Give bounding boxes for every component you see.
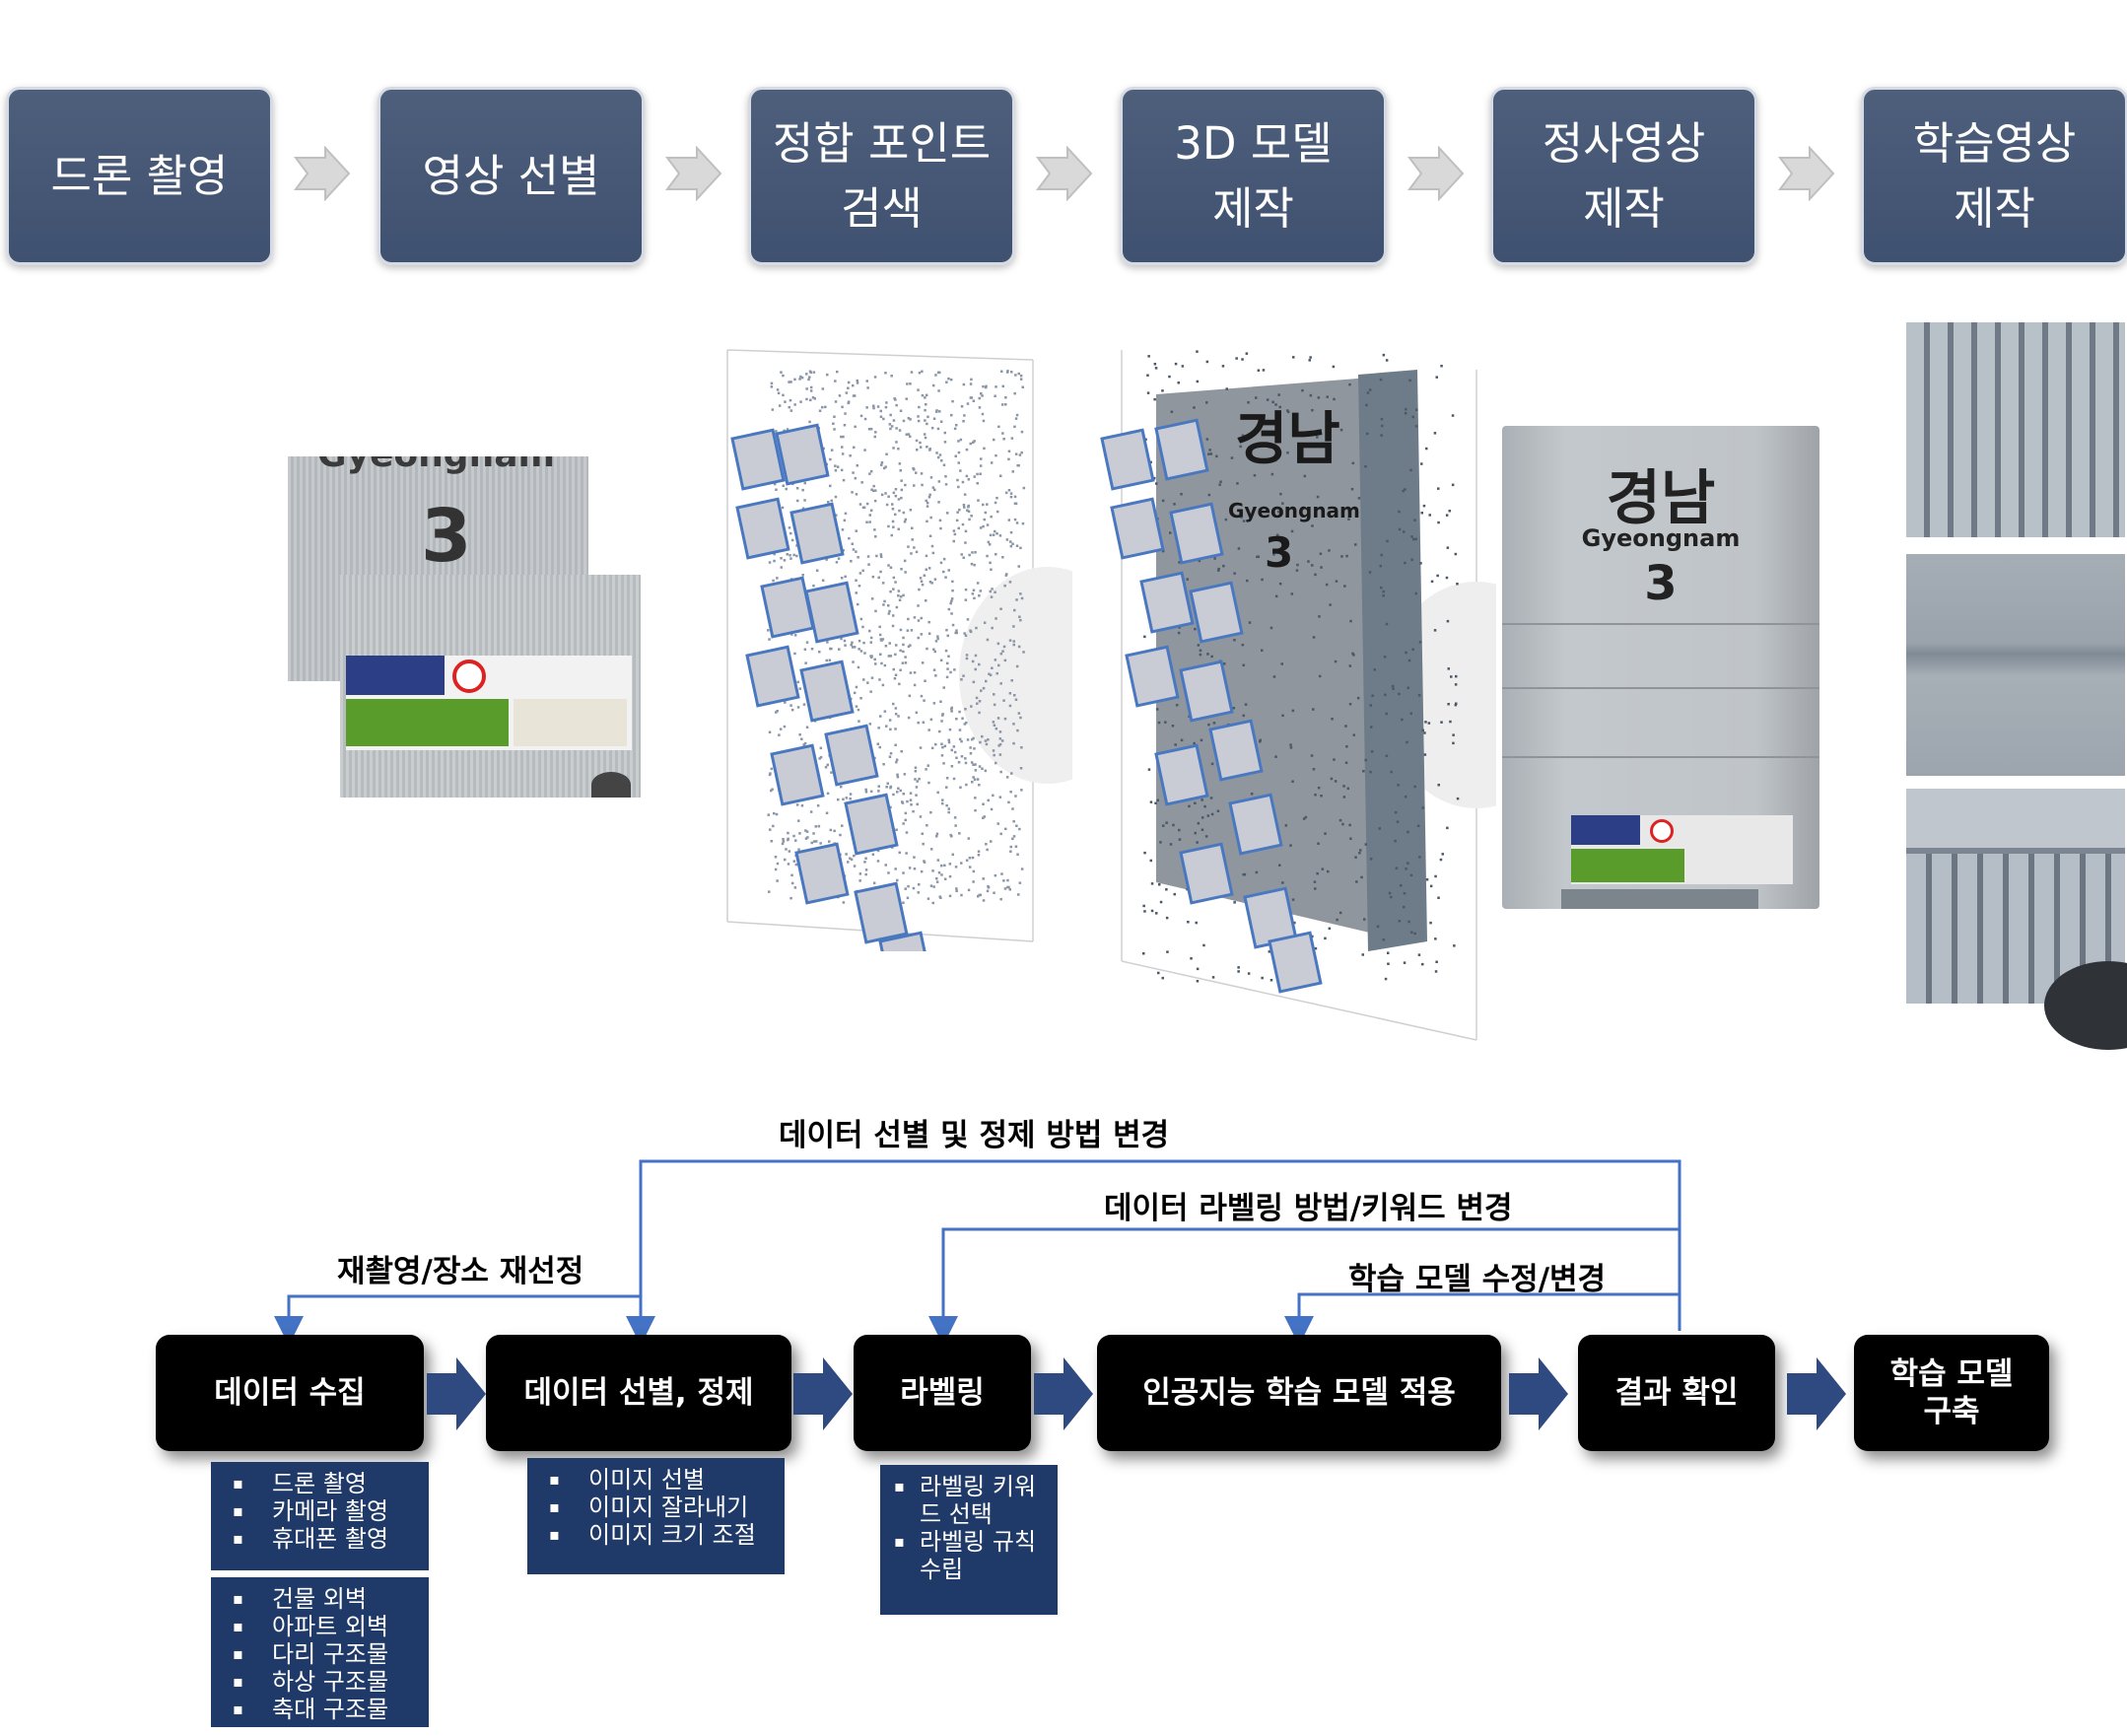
flow-result-check: 결과 확인 [1578, 1335, 1775, 1451]
list-item: 다리 구조물 [221, 1640, 419, 1668]
list-item: 아파트 외벽 [221, 1613, 419, 1640]
list-item: 축대 구조물 [221, 1696, 419, 1723]
flow-arrow [1509, 1357, 1568, 1430]
flow-arrow [1034, 1357, 1093, 1430]
step-orthophoto: 정사영상 제작 [1490, 87, 1757, 265]
list-item: 카메라 촬영 [221, 1497, 419, 1525]
labeling-tasks-list: 라벨링 키워드 선택 라벨링 규칙 수립 [880, 1465, 1058, 1615]
step-label: 드론 촬영 [50, 149, 229, 202]
pipeline-arrow [1036, 146, 1093, 201]
list-item: 이미지 잘라내기 [537, 1493, 775, 1521]
pipeline-arrow [1407, 146, 1465, 201]
orthophoto: 경남 Gyeongnam 3 [1502, 426, 1819, 909]
flow-arrow [427, 1357, 486, 1430]
step-label: 영상 선별 [422, 149, 600, 202]
flow-label: 결과 확인 [1614, 1375, 1739, 1411]
pipeline-arrow [1778, 146, 1835, 201]
step-label: 정사영상 [1542, 116, 1706, 170]
list-item: 이미지 선별 [537, 1466, 775, 1493]
drone-photo-overlap [340, 575, 641, 798]
sign-number: 3 [1644, 556, 1678, 611]
flow-arrow [1787, 1357, 1846, 1430]
list-item: 드론 촬영 [221, 1470, 419, 1497]
sign-korean: 경남 [1235, 405, 1340, 472]
texture-crop-3 [1906, 789, 2127, 1050]
safety-banner [346, 656, 632, 750]
texture-crop-2 [1906, 554, 2125, 776]
sign-number: 3 [421, 494, 472, 579]
flow-ai-model: 인공지능 학습 모델 적용 [1097, 1335, 1501, 1451]
flow-label: 라벨링 [900, 1375, 985, 1411]
flow-labeling: 라벨링 [854, 1335, 1031, 1451]
flow-label: 데이터 선별, 정제 [523, 1375, 754, 1411]
feedback-label-refine: 데이터 선별 및 정제 방법 변경 [779, 1118, 1170, 1153]
flow-label: 인공지능 학습 모델 적용 [1142, 1375, 1456, 1411]
pipeline-arrow [294, 146, 351, 201]
step-label: 3D 모델 [1174, 116, 1333, 170]
flow-label: 학습 모델 [1889, 1356, 2014, 1392]
feedback-loops [274, 1159, 1681, 1341]
sign-number: 3 [1265, 528, 1293, 577]
step-label: 검색 [841, 181, 923, 235]
sparse-point-cloud [726, 349, 1072, 951]
feedback-label-reshoot: 재촬영/장소 재선정 [337, 1254, 584, 1289]
collection-targets-list: 건물 외벽 아파트 외벽 다리 구조물 하상 구조물 축대 구조물 [211, 1577, 429, 1727]
list-item: 라벨링 규칙 수립 [890, 1528, 1048, 1583]
sign-english: Gyeongnam [1581, 524, 1741, 552]
collection-methods-list: 드론 촬영 카메라 촬영 휴대폰 촬영 [211, 1462, 429, 1570]
step-label: 제작 [1212, 181, 1294, 235]
flow-data-refinement: 데이터 선별, 정제 [486, 1335, 791, 1451]
texture-crop-1 [1906, 322, 2125, 537]
flow-data-collection: 데이터 수집 [156, 1335, 424, 1451]
flow-label: 데이터 수집 [214, 1375, 366, 1411]
list-item: 이미지 크기 조절 [537, 1521, 775, 1549]
step-training-image: 학습영상 제작 [1861, 87, 2127, 265]
list-item: 건물 외벽 [221, 1585, 419, 1613]
step-label: 제작 [1954, 181, 2035, 235]
flow-model-build: 학습 모델 구축 [1854, 1335, 2049, 1451]
step-tie-point-search: 정합 포인트 검색 [748, 87, 1015, 265]
feedback-label-relabel: 데이터 라벨링 방법/키워드 변경 [1104, 1191, 1513, 1226]
dense-3d-model: 경남 Gyeongnam 3 [1100, 350, 1496, 1041]
flow-label: 구축 [1923, 1394, 1980, 1429]
step-label: 학습영상 [1912, 116, 2077, 170]
pipeline-arrow [665, 146, 722, 201]
step-image-selection: 영상 선별 [377, 87, 645, 265]
step-label: 정합 포인트 [772, 116, 992, 170]
list-item: 하상 구조물 [221, 1668, 419, 1696]
step-label: 제작 [1583, 181, 1665, 235]
sign-korean: 경남 [1606, 464, 1716, 533]
sign-text: Gyeongnam [317, 456, 555, 475]
step-drone-capture: 드론 촬영 [6, 87, 273, 265]
list-item: 라벨링 키워드 선택 [890, 1473, 1048, 1528]
flow-arrow [793, 1357, 853, 1430]
sign-english: Gyeongnam [1228, 499, 1360, 522]
selection-tasks-list: 이미지 선별 이미지 잘라내기 이미지 크기 조절 [527, 1458, 785, 1574]
feedback-label-remodel: 학습 모델 수정/변경 [1348, 1262, 1607, 1297]
list-item: 휴대폰 촬영 [221, 1525, 419, 1553]
step-3d-model: 3D 모델 제작 [1120, 87, 1387, 265]
